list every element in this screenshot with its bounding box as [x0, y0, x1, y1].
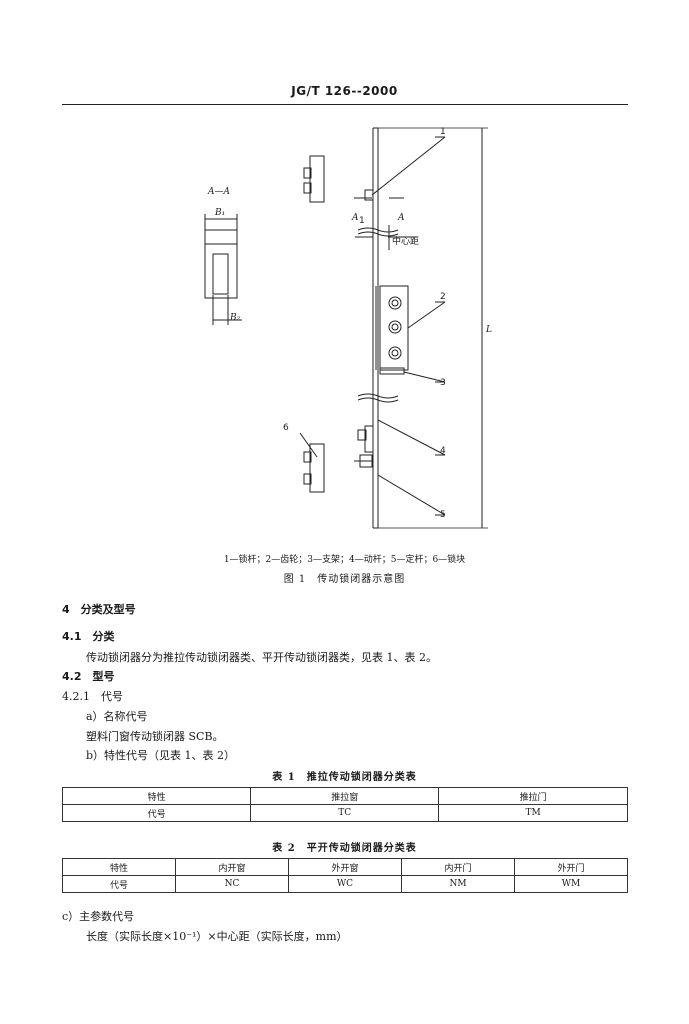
table-2: 特性 内开窗 外开窗 内开门 外开门 代号 NC WC NM WM	[62, 858, 628, 893]
item-c-label: c）主参数代号	[62, 910, 135, 923]
callout-2: 2	[440, 292, 446, 302]
table-1: 特性 推拉窗 推拉门 代号 TC TM	[61, 787, 628, 822]
figure-caption: 图 1 传动锁闭器示意图	[283, 574, 406, 585]
table-row: 代号 NC WC NM WM	[62, 875, 628, 893]
a-left-label: A	[351, 213, 359, 223]
item-a-text: 塑料门窗传动锁闭器 SCB。	[86, 730, 224, 743]
standard-code-header: JG/T 126--2000	[291, 84, 398, 98]
section-profile	[204, 229, 238, 299]
callout-3: 3	[440, 378, 446, 388]
table-2-caption: 表 2 平开传动锁闭器分类表	[272, 843, 417, 854]
center-distance-label: 中心距	[392, 235, 419, 247]
length-label: L	[485, 325, 492, 335]
section-4-2-1-title: 4.2.1 代号	[62, 690, 123, 703]
section-inner-slot	[212, 253, 229, 295]
table-cell: 内开窗	[175, 858, 289, 876]
table-cell: 推拉门	[438, 787, 628, 805]
table-row: 特性 推拉窗 推拉门	[61, 787, 628, 805]
item-b-label: b）特性代号（见表 1、表 2）	[86, 749, 236, 762]
table-cell: 代号	[61, 804, 252, 822]
item-c-text: 长度（实际长度×10⁻¹）×中心距（实际长度，mm）	[86, 930, 348, 943]
item-a-label: a）名称代号	[86, 710, 148, 723]
callout-6: 6	[283, 423, 289, 433]
b2-dimension-label: B₂	[229, 313, 241, 323]
table-cell: TC	[250, 804, 440, 822]
a-left-subscript: 1	[359, 216, 365, 226]
section-4-title: 4 分类及型号	[62, 603, 136, 616]
table-cell: 代号	[62, 875, 176, 893]
table-row: 代号 TC TM	[61, 804, 628, 822]
lower-lock-block	[309, 443, 325, 493]
figure-legend: 1—锁杆；2—齿轮；3—支架；4—动杆；5—定杆；6—锁块	[223, 555, 466, 565]
table-row: 特性 内开窗 外开窗 内开门 外开门	[62, 858, 628, 876]
lock-device-diagram: A—A B₁ B₂ A 1 A 中心距 L 1 2 3 4 5 6	[204, 127, 492, 529]
lower-rod-joint	[364, 425, 374, 453]
gear-bracket	[379, 285, 409, 371]
table-cell: 特性	[61, 787, 252, 805]
section-4-1-text: 传动锁闭器分为推拉传动锁闭器类、平开传动锁闭器类，见表 1、表 2。	[86, 651, 437, 664]
callout-1: 1	[440, 127, 446, 137]
table-cell: WM	[514, 875, 628, 893]
table-cell: 推拉窗	[250, 787, 440, 805]
table-cell: 外开门	[514, 858, 628, 876]
table-cell: TM	[438, 804, 628, 822]
callout-5: 5	[440, 510, 446, 520]
table-1-caption: 表 1 推拉传动锁闭器分类表	[272, 772, 417, 783]
table-cell: NM	[401, 875, 515, 893]
table-cell: WC	[288, 875, 402, 893]
upper-lock-point	[364, 189, 374, 201]
b1-dimension-label: B₁	[214, 208, 225, 218]
a-right-label: A	[397, 213, 405, 223]
table-cell: 外开窗	[288, 858, 402, 876]
header-rule	[62, 104, 628, 105]
upper-lock-block	[309, 155, 325, 203]
callout-4: 4	[440, 446, 446, 456]
table-cell: 内开门	[401, 858, 515, 876]
table-cell: 特性	[62, 858, 176, 876]
section-4-1-title: 4.1 分类	[62, 630, 115, 643]
section-label: A—A	[207, 187, 230, 197]
section-4-2-title: 4.2 型号	[62, 670, 115, 683]
table-cell: NC	[175, 875, 289, 893]
